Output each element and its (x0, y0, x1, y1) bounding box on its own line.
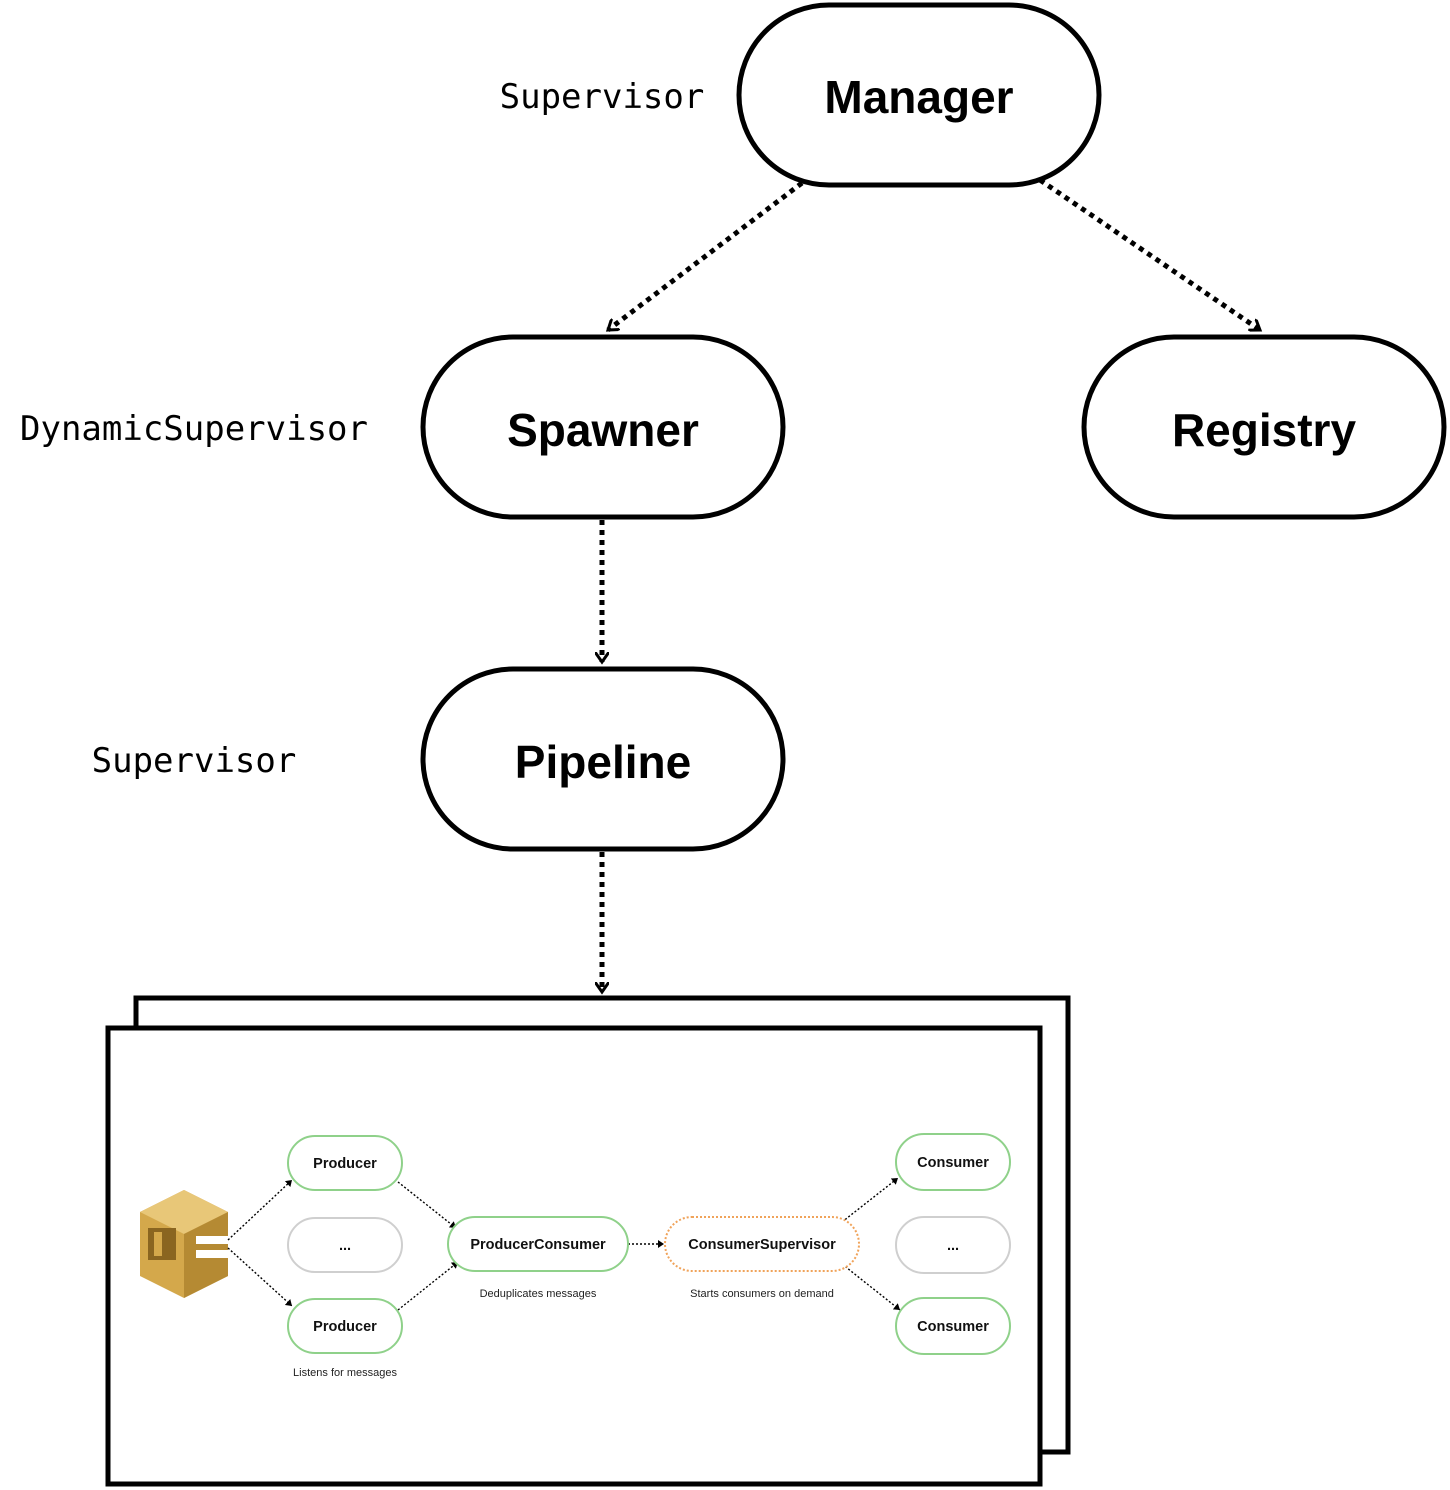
node-pipeline: Pipeline (420, 666, 786, 852)
producer-top-label: Producer (313, 1156, 377, 1172)
consumer-mid-label: ... (947, 1238, 959, 1254)
node-registry-label: Registry (1172, 404, 1356, 456)
edge-sqs-producer-top (227, 1179, 293, 1241)
consumer-supervisor-caption: Starts consumers on demand (690, 1288, 834, 1300)
manager-type-label: Supervisor (500, 77, 705, 117)
edge-cs-consumer-bottom (841, 1263, 901, 1311)
edge-manager-registry (1038, 177, 1260, 333)
producer-consumer-label: ProducerConsumer (470, 1237, 606, 1253)
pipeline-type-label: Supervisor (92, 741, 297, 781)
consumer-bottom-label: Consumer (917, 1319, 989, 1335)
edge-producer-bottom-pc (397, 1261, 459, 1311)
consumer-supervisor-node: ConsumerSupervisor (664, 1216, 860, 1272)
consumer-top-label: Consumer (917, 1155, 989, 1171)
edge-producer-top-pc (397, 1181, 457, 1229)
producer-consumer-caption: Deduplicates messages (480, 1288, 597, 1300)
node-manager: Manager (736, 2, 1102, 188)
node-spawner: Spawner (420, 334, 786, 520)
producer-caption: Listens for messages (293, 1367, 397, 1379)
consumer-top-node: Consumer (895, 1133, 1011, 1191)
consumer-bottom-node: Consumer (895, 1297, 1011, 1355)
edge-manager-spawner (608, 181, 804, 332)
producer-top-node: Producer (287, 1135, 403, 1191)
consumer-mid-node: ... (895, 1216, 1011, 1274)
producer-mid-node: ... (287, 1217, 403, 1273)
node-pipeline-label: Pipeline (515, 736, 691, 788)
node-manager-label: Manager (824, 71, 1013, 123)
producer-mid-label: ... (339, 1238, 351, 1254)
aws-sqs-icon (140, 1190, 228, 1298)
pipeline-detail: Producer ... Producer Listens for messag… (140, 1133, 1011, 1379)
consumer-supervisor-label: ConsumerSupervisor (688, 1237, 836, 1253)
producer-bottom-label: Producer (313, 1319, 377, 1335)
producer-bottom-node: Producer (287, 1298, 403, 1354)
node-spawner-label: Spawner (507, 404, 699, 456)
spawner-type-label: DynamicSupervisor (20, 409, 368, 449)
node-registry: Registry (1081, 334, 1447, 520)
producer-consumer-node: ProducerConsumer (447, 1216, 629, 1272)
